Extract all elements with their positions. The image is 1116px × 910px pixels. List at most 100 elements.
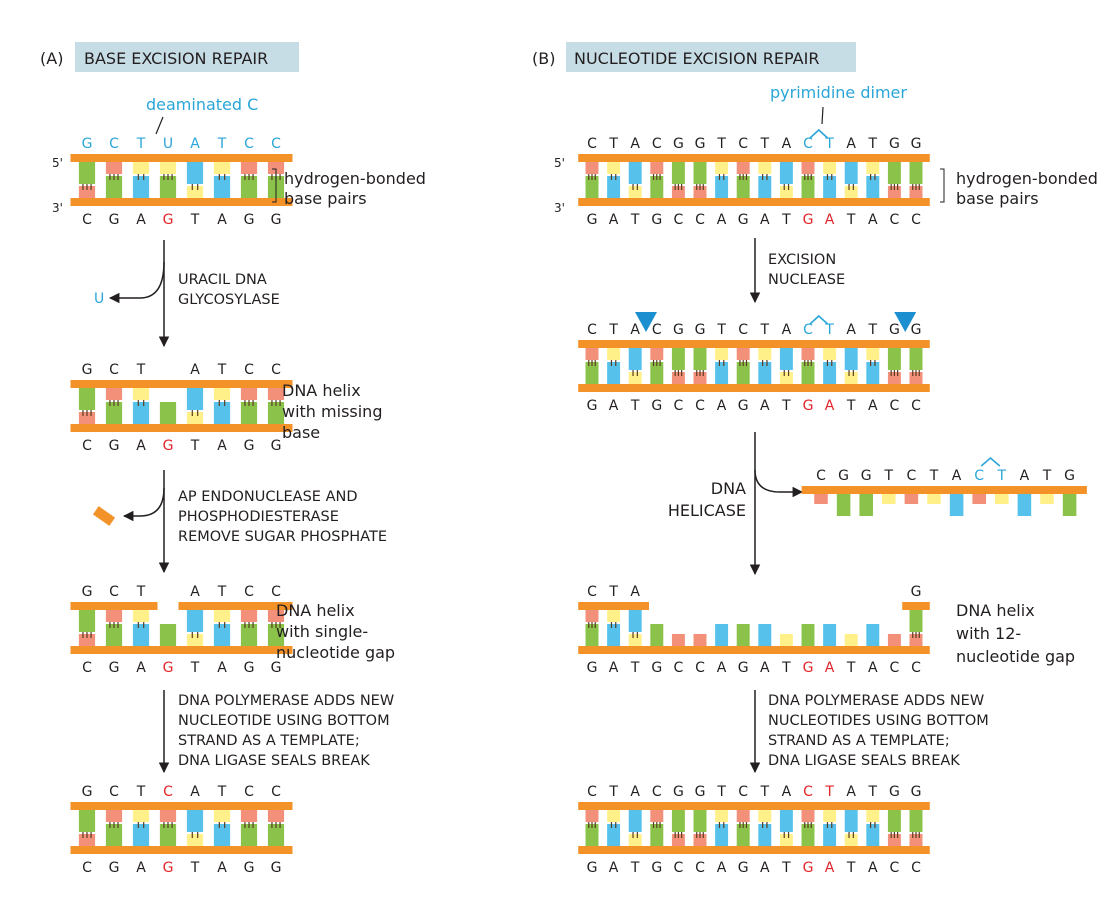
bottom-base-block: [715, 176, 729, 198]
panel-a-header: BASE EXCISION REPAIR: [84, 49, 268, 68]
bottom-base-block: [186, 834, 204, 846]
fragment-base-block: [836, 494, 851, 516]
base-letter: G: [1064, 468, 1075, 484]
bottom-base-block: [866, 176, 880, 198]
s2-label-3: base: [282, 423, 320, 442]
s3-label-1: DNA helix: [276, 601, 355, 620]
bottom-base-block: [823, 824, 837, 846]
b-step3-label-3: STRAND AS A TEMPLATE;: [768, 733, 950, 749]
base-letter: T: [997, 468, 1007, 484]
five-prime-label: 5': [52, 156, 63, 170]
panel-b-letter: (B): [532, 49, 555, 68]
top-base-block: [186, 162, 204, 184]
top-base-block: [213, 388, 231, 400]
base-letter: A: [717, 660, 727, 676]
top-backbone: [578, 154, 930, 162]
top-base-block: [844, 810, 858, 832]
bottom-base-block: [693, 634, 707, 646]
top-base-block: [132, 162, 150, 174]
base-letter: T: [846, 860, 856, 876]
b-step3-label-1: DNA POLYMERASE ADDS NEW: [768, 693, 984, 709]
step3-label-1: DNA POLYMERASE ADDS NEW: [178, 693, 394, 709]
fragment-base-block: [882, 494, 896, 504]
top-base-block: [736, 348, 750, 360]
incision-triangle: [894, 312, 917, 332]
base-letter: A: [717, 212, 727, 228]
bottom-base-block: [105, 824, 123, 846]
bottom-base-block: [758, 362, 772, 384]
base-letter: A: [136, 860, 146, 876]
bottom-base-block: [801, 624, 815, 646]
b-s3-label-3: nucleotide gap: [956, 647, 1075, 666]
deaminated-c-label: deaminated C: [146, 95, 258, 114]
bottom-base-block: [186, 634, 204, 646]
fragment-base-block: [814, 494, 828, 504]
bottom-base-block: [758, 624, 772, 646]
base-letter: A: [136, 660, 146, 676]
base-letter: C: [674, 860, 684, 876]
bottom-base-block: [715, 624, 729, 646]
base-letter: C: [911, 398, 921, 414]
bottom-base-block: [628, 834, 642, 846]
bottom-base-block: [715, 824, 729, 846]
base-letter: A: [190, 584, 200, 600]
base-letter: G: [82, 136, 93, 152]
base-letter: A: [217, 212, 227, 228]
panel-b: (B) NUCLEOTIDE EXCISION REPAIR pyrimidin…: [532, 42, 1098, 876]
top-base-block: [240, 388, 258, 400]
base-letter: G: [911, 784, 922, 800]
base-letter: G: [889, 322, 900, 338]
base-letter: T: [716, 784, 726, 800]
base-letter: T: [217, 784, 227, 800]
base-letter: A: [217, 660, 227, 676]
base-letter: C: [803, 136, 813, 152]
bottom-base-block: [866, 824, 880, 846]
base-letter: A: [609, 860, 619, 876]
top-base-block: [650, 348, 664, 360]
top-base-block: [736, 810, 750, 822]
base-letter: C: [652, 322, 662, 338]
base-letter: A: [609, 212, 619, 228]
top-base-block: [607, 162, 621, 174]
base-letter: T: [190, 438, 200, 454]
base-letter: A: [825, 860, 835, 876]
base-letter: G: [163, 212, 174, 228]
base-letter: G: [738, 398, 749, 414]
base-letter: T: [760, 784, 770, 800]
top-base-block: [887, 348, 901, 370]
top-base-block: [801, 348, 815, 360]
base-letter: G: [109, 212, 120, 228]
bottom-base-block: [844, 372, 858, 384]
base-letter: T: [630, 860, 640, 876]
base-letter: G: [587, 212, 598, 228]
bottom-base-block: [650, 176, 664, 198]
top-backbone: [902, 602, 930, 610]
bottom-backbone: [578, 384, 930, 392]
base-letter: T: [868, 136, 878, 152]
base-letter: A: [760, 398, 770, 414]
top-base-block: [650, 162, 664, 174]
top-base-block: [105, 610, 123, 622]
base-letter: A: [846, 136, 856, 152]
bottom-base-block: [715, 362, 729, 384]
fragment-base-block: [859, 494, 873, 516]
bottom-base-block: [650, 824, 664, 846]
base-letter: A: [868, 860, 878, 876]
base-letter: C: [652, 136, 662, 152]
base-letter: G: [244, 860, 255, 876]
base-letter: T: [608, 784, 618, 800]
base-letter: T: [781, 660, 791, 676]
base-letter: T: [824, 136, 834, 152]
base-letter: G: [651, 860, 662, 876]
base-letter: C: [890, 212, 900, 228]
bottom-base-block: [585, 624, 599, 646]
base-letter: A: [760, 860, 770, 876]
bottom-base-block: [213, 402, 231, 424]
bracket: [940, 168, 945, 203]
bottom-base-block: [823, 362, 837, 384]
bottom-base-block: [267, 402, 285, 424]
bottom-backbone: [70, 646, 293, 654]
